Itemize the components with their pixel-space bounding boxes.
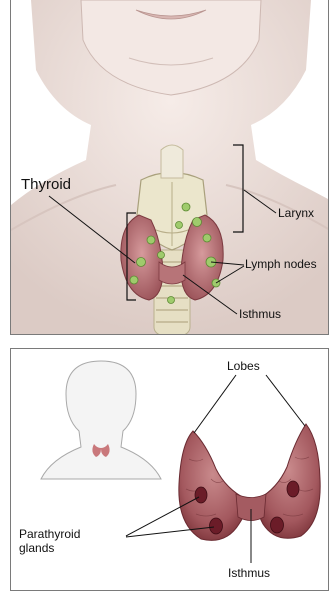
thyroid-large [179, 424, 320, 540]
label-larynx: Larynx [278, 207, 314, 220]
label-lobes: Lobes [227, 360, 260, 373]
thyroid-detail-panel: Lobes Parathyroid glands Isthmus [10, 348, 329, 591]
label-lymph-nodes: Lymph nodes [245, 258, 317, 271]
label-isthmus-bottom: Isthmus [228, 567, 270, 580]
anatomy-neck-panel: Thyroid Larynx Lymph nodes Isthmus [10, 0, 329, 335]
label-isthmus-top: Isthmus [239, 308, 281, 321]
label-parathyroid-line1: Parathyroid [19, 527, 80, 541]
neck-illustration [11, 0, 329, 335]
label-parathyroid-line2: glands [19, 541, 54, 555]
person-silhouette [41, 361, 161, 479]
label-thyroid: Thyroid [21, 177, 71, 194]
label-parathyroid: Parathyroid glands [19, 527, 80, 555]
